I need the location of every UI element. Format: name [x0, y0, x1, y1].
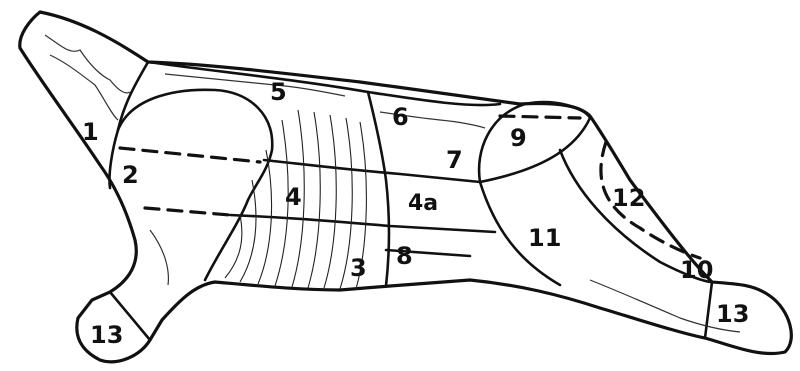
seam-back: [148, 62, 368, 92]
dashed-line-upper: [120, 148, 260, 162]
dashed-line-lower: [145, 208, 230, 215]
label-cut-8: 8: [396, 242, 413, 270]
label-cut-10: 10: [680, 256, 713, 284]
label-cut-5: 5: [270, 78, 287, 106]
seam-ribs-lower: [230, 215, 495, 232]
seam-shank: [705, 282, 712, 338]
label-cut-12: 12: [612, 184, 645, 212]
label-cut-3: 3: [350, 254, 367, 282]
label-cut-4: 4: [285, 183, 302, 211]
seam-rump: [479, 102, 590, 182]
seam-rib-front: [368, 92, 389, 286]
label-cut-6: 6: [392, 103, 409, 131]
label-cut-4a: 4a: [408, 191, 438, 216]
label-cut-13-fore: 13: [90, 321, 123, 349]
label-cut-1: 1: [82, 118, 99, 146]
seam-shoulder-round: [118, 90, 272, 280]
label-cut-11: 11: [528, 224, 561, 252]
label-cut-13-hind: 13: [716, 300, 749, 328]
label-cut-7: 7: [446, 146, 463, 174]
label-cut-2: 2: [122, 161, 139, 189]
label-cut-9: 9: [510, 124, 527, 152]
dashed-line-loin: [500, 116, 580, 118]
